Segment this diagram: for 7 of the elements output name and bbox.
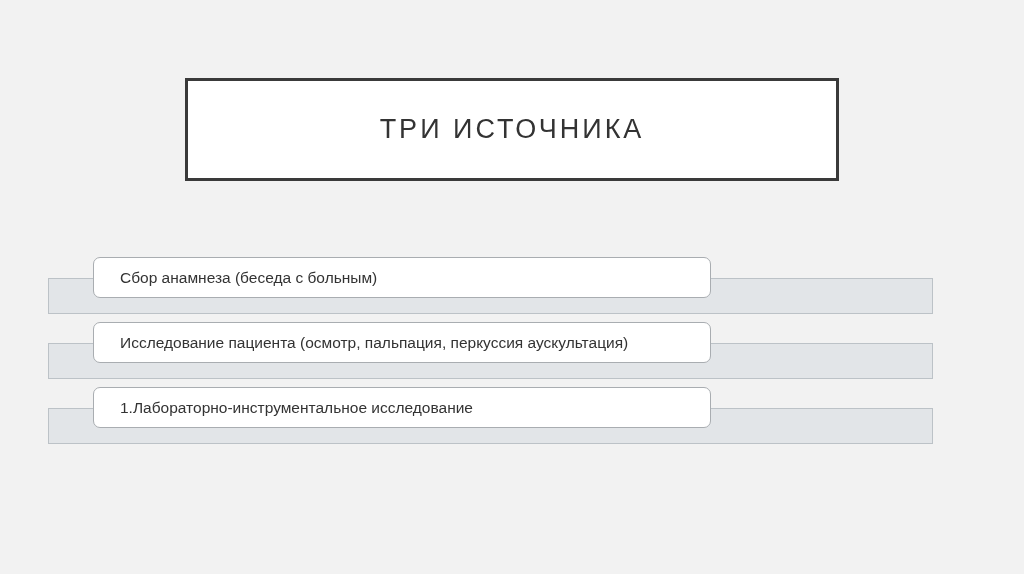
item-text: Исследование пациента (осмотр, пальпация, перкуссия аускультация) — [120, 333, 629, 352]
item-text: Сбор анамнеза (беседа с больным) — [120, 268, 378, 287]
list-item-box — [93, 322, 711, 363]
list-item-box — [93, 387, 711, 428]
list-item-box — [93, 257, 711, 298]
item-text: 1.Лабораторно-инструментальное исследование — [120, 398, 473, 417]
title-box: ТРИ ИСТОЧНИКА — [185, 78, 839, 181]
